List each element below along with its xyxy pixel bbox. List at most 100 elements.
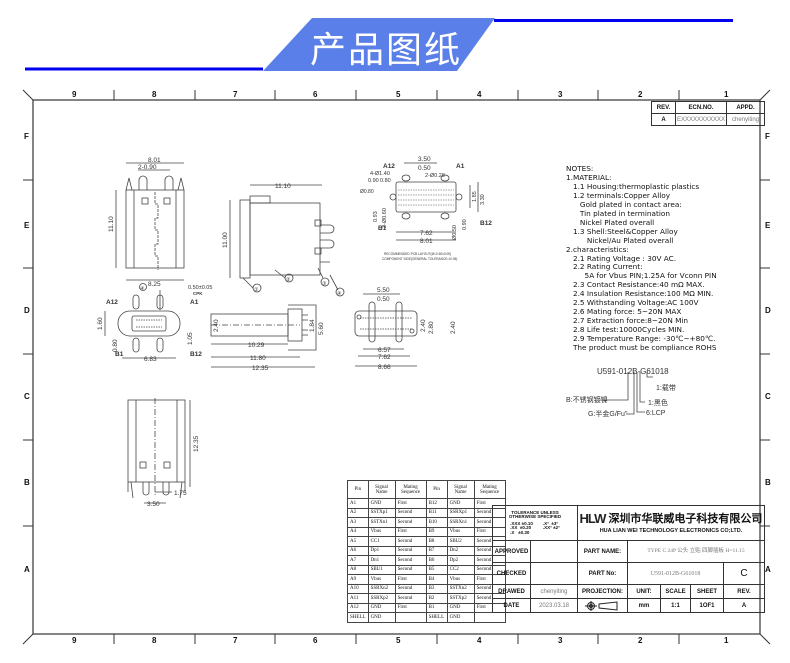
pin-table-cell: B4	[425, 574, 448, 585]
part-no-value: U591-012B-G61018	[627, 562, 724, 585]
approved-label: APPROVED	[492, 540, 531, 563]
dim-label: 4-Ø1.40	[370, 171, 390, 177]
pin-table-cell: B11	[425, 507, 448, 518]
pin-table-cell: GND	[446, 602, 475, 613]
pin-table-cell: SSRXp2	[367, 593, 396, 604]
part-name-value: TYPE C 24P 公头 立贴 四脚插板 H=11.15	[627, 540, 765, 563]
callout-label: ③	[322, 281, 327, 287]
note-line: 1.1 Housing:thermoplastic plastics	[566, 181, 700, 191]
pin-table-cell: First	[394, 526, 427, 537]
dim-label: 11.80	[250, 355, 266, 362]
side-view	[229, 184, 345, 297]
dim-label: 0.50	[418, 165, 431, 172]
dim-label: 8.01	[420, 238, 433, 245]
note-line: 2.7 Extraction force:8~20N Min	[566, 316, 689, 326]
part-code-6: 6:LCP	[646, 410, 666, 417]
dim-label: 0.80	[112, 339, 119, 352]
sheet-value: 1OF1	[690, 598, 724, 613]
appd-value: chenyiting	[726, 113, 765, 126]
pin-table-cell: Vbus	[367, 526, 396, 537]
note-line: Gold plated in contact area:	[566, 199, 682, 209]
part-code: U591-012B-G61018	[597, 367, 669, 376]
pin-table-header-cell: Mating Sequence	[473, 480, 506, 499]
pin-table-cell: A6	[347, 545, 369, 556]
pin-table-cell: First	[394, 602, 427, 613]
company-cell: HLW 深圳市华联威电子科技有限公司 HUA LIAN WEI TECHNOLO…	[577, 505, 765, 541]
pin-table-cell: Second	[394, 555, 427, 566]
pin-table-cell: A10	[347, 583, 369, 594]
pin-table-cell: Second	[394, 507, 427, 518]
dim-label: 2.40	[450, 321, 457, 334]
notes: NOTES:1.MATERIAL: 1.1 Housing:thermoplas…	[566, 164, 717, 353]
dim-label: 11.10	[108, 216, 115, 232]
pin-table-cell: SBU1	[367, 564, 396, 575]
dim-label: 0.50±0.05	[188, 285, 212, 291]
dim-label: 2-Ø0.28	[425, 173, 445, 179]
dim-label: Ø0.80	[360, 189, 374, 195]
pin-table-cell: A11	[347, 593, 369, 604]
dim-label: 0.50	[377, 296, 390, 303]
dim-label: 12.35	[252, 365, 269, 372]
pin-table-cell: SSRXp1	[446, 507, 475, 518]
pin-table-cell: First	[394, 498, 427, 509]
note-line: 2.3 Contact Resistance:40 mΩ MAX.	[566, 280, 705, 290]
pin-table-header-cell: Pin	[347, 480, 369, 499]
dim-label: 2.40	[213, 319, 220, 332]
company-name-cn: 深圳市华联威电子科技有限公司	[608, 511, 763, 525]
dim-label: 2.40	[420, 319, 427, 332]
dim-label: 2-0.90	[138, 164, 157, 171]
callout-label: ④	[337, 291, 342, 297]
note-line: The product must be compliance ROHS	[566, 343, 717, 353]
pin-table-header-cell: Signal Name	[367, 480, 396, 499]
pin-table-cell: Second	[394, 517, 427, 528]
caption: COMPONENT SIDE(GENERAL TOLERANCE:±0.05)	[382, 257, 457, 261]
unit-value: mm	[627, 598, 661, 613]
scale-label: SCALE	[660, 584, 691, 599]
pin-table-cell: SSRXn1	[446, 517, 475, 528]
note-line: 1.MATERIAL:	[566, 172, 612, 182]
pin-table-cell: Vbus	[446, 574, 475, 585]
callout-label: ④	[140, 286, 145, 292]
pin-label: B12	[480, 220, 492, 227]
pin-table-cell: A4	[347, 526, 369, 537]
pin-table-cell: SHELL	[347, 612, 369, 623]
note-line: Nickel Plated overall	[566, 217, 655, 227]
date-label: DATE	[492, 598, 531, 613]
dim-label: CPK	[193, 291, 203, 296]
pin-table-cell: B5	[425, 564, 448, 575]
approved-value	[530, 540, 578, 563]
note-line: 2.1 Rating Voltage : 30V AC.	[566, 253, 677, 263]
projection-label: PROJECTION:	[577, 584, 628, 599]
pin-table-cell: B8	[425, 536, 448, 547]
note-line: 2.6 Mating force: 5~20N MAX	[566, 307, 682, 317]
dim-label: 5.50	[377, 287, 390, 294]
dim-label: 6.83	[144, 356, 157, 363]
pin-table-cell: B3	[425, 583, 448, 594]
callout-label: ②	[286, 277, 291, 283]
pin-table-cell: Dn2	[446, 545, 475, 556]
part-code-1a: 1:载带	[656, 383, 676, 392]
pin-table-header-cell: Mating Sequence	[394, 480, 427, 499]
pin-table-cell: B1	[425, 602, 448, 613]
pin-label: A12	[383, 163, 395, 170]
pin-table-cell: A1	[347, 498, 369, 509]
pin-label: A1	[190, 299, 199, 306]
pin-table-cell: CC2	[446, 564, 475, 575]
dim-label: 1.84	[309, 319, 316, 332]
dim-label: 3.30	[480, 194, 486, 205]
pin-table-cell: Second	[394, 564, 427, 575]
part-code-leaders	[600, 372, 653, 415]
tolerance-cell: TOLERANCE UNLESS OTHERWISE SPECIFIED .XX…	[492, 505, 578, 541]
note-line: 1.3 Shell:Steel&Copper Alloy	[566, 226, 678, 236]
pin-table-cell: Vbus	[367, 574, 396, 585]
pin-table-cell: SSTXn1	[367, 517, 396, 528]
pin-table-cell: SSTXp2	[446, 593, 475, 604]
drawed-label: DRAWED	[492, 584, 531, 599]
note-line: 2.8 Life test:10000Cycles MIN.	[566, 325, 685, 335]
